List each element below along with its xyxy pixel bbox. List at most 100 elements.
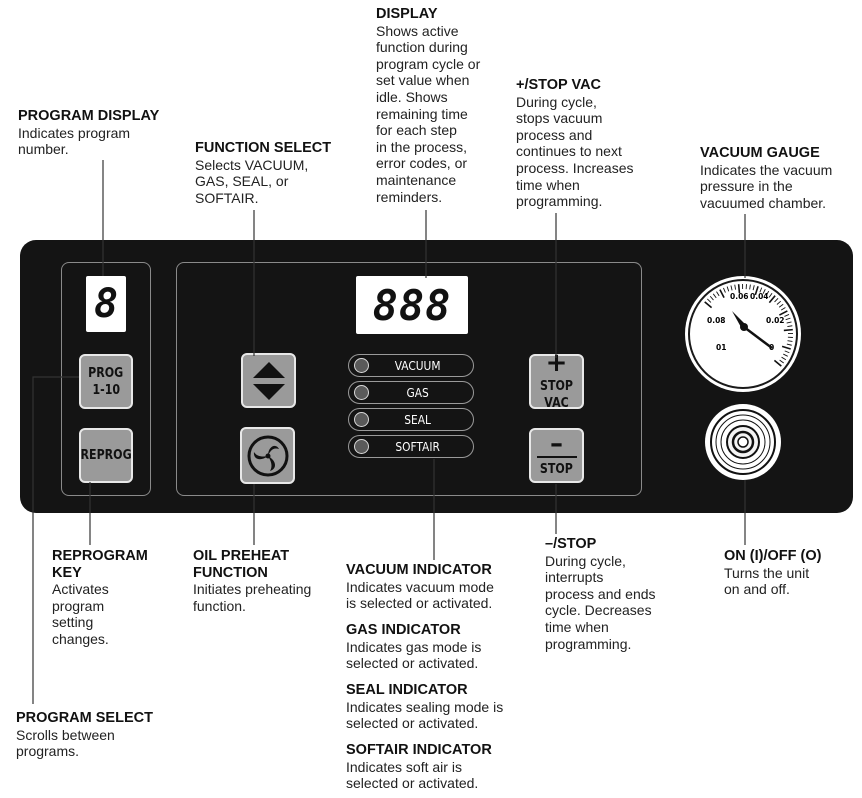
gauge-ticks — [704, 283, 794, 367]
reprog-button[interactable]: REPROG — [79, 428, 133, 483]
gauge-tick — [723, 287, 726, 293]
indicator-softair: SOFTAIR — [348, 435, 474, 458]
callout-title: PROGRAM SELECT — [16, 710, 153, 726]
callout-oil-preheat: OIL PREHEAT FUNCTION Initiates preheatin… — [193, 548, 311, 614]
callout-desc: Indicates the vacuum pressure in the vac… — [700, 161, 833, 211]
indicator-label: SOFTAIR — [395, 439, 440, 454]
gauge-tick — [719, 289, 725, 298]
minus-label: STOP — [540, 462, 573, 477]
plus-stop-vac-button[interactable]: + STOP VAC — [529, 347, 584, 411]
callout-stop-vac: +/STOP VAC During cycle, stops vacuum pr… — [516, 77, 634, 210]
callout-desc: Activates program setting changes. — [52, 581, 109, 647]
indicator-vacuum: VACUUM — [348, 354, 474, 377]
gauge-tick — [768, 293, 773, 298]
function-frame — [176, 262, 642, 496]
callout-title: SEAL INDICATOR — [346, 682, 468, 698]
callout-vacuum-indicator: VACUUM INDICATOR Indicates vacuum mode i… — [346, 562, 494, 612]
gauge-tick — [707, 298, 712, 303]
power-switch[interactable] — [704, 403, 782, 481]
callout-on-off: ON (I)/OFF (O) Turns the unit on and off… — [724, 548, 821, 598]
gauge-tick — [765, 290, 770, 296]
main-display: 888 — [356, 276, 468, 334]
callout-softair-indicator: SOFTAIR INDICATOR Indicates soft air is … — [346, 742, 492, 792]
callout-title: FUNCTION SELECT — [195, 140, 332, 156]
gauge-label: 0.06 — [730, 292, 749, 301]
callout-program-display: PROGRAM DISPLAY Indicates program number… — [18, 108, 159, 158]
callout-desc: Turns the unit on and off. — [724, 564, 810, 598]
gauge-face — [685, 276, 801, 392]
gauge-label: 0.02 — [766, 316, 785, 325]
gauge-tick — [712, 293, 717, 299]
indicator-led — [354, 385, 369, 400]
prog-button-line1: PROG — [88, 365, 124, 381]
callout-function-select: FUNCTION SELECT Selects VACUUM, GAS, SEA… — [195, 140, 331, 206]
minus-divider — [536, 456, 577, 458]
swirl-icon — [247, 435, 288, 476]
callout-desc: Indicates soft air is selected or activa… — [346, 758, 479, 792]
callout-title: OIL PREHEAT FUNCTION — [193, 548, 290, 581]
gauge-tick — [784, 314, 790, 317]
gauge-tick — [787, 325, 793, 328]
gauge-tick — [762, 289, 766, 294]
callout-title: VACUUM GAUGE — [700, 145, 820, 161]
gauge-tick — [783, 353, 788, 357]
prog-button[interactable]: PROG 1-10 — [79, 354, 133, 409]
gauge-tick — [773, 359, 782, 367]
gauge-tick — [779, 359, 784, 364]
callout-title: REPROGRAM KEY — [52, 548, 148, 581]
gauge-needle-tail — [743, 326, 773, 349]
indicator-led — [354, 412, 369, 427]
vacuum-gauge: 0.06 0.04 0.08 0.02 01 0 — [685, 276, 801, 392]
callout-display: DISPLAY Shows active function during pro… — [376, 6, 480, 205]
function-select-button[interactable] — [241, 353, 296, 408]
gauge-label: 0.04 — [750, 292, 769, 301]
gauge-tick — [749, 284, 751, 290]
gauge-label: 0.08 — [707, 316, 726, 325]
callout-desc: During cycle, interrupts process and end… — [545, 552, 656, 652]
indicator-label: VACUUM — [394, 358, 441, 373]
gauge-tick — [730, 285, 733, 291]
plus-symbol: + — [545, 347, 568, 378]
gauge-tick — [716, 291, 720, 297]
callout-minus-stop: –/STOP During cycle, interrupts process … — [545, 536, 656, 652]
gauge-tick — [783, 328, 793, 332]
gauge-tick — [786, 321, 792, 324]
plus-label: STOP VAC — [540, 378, 573, 411]
gauge-tick — [784, 350, 790, 354]
gauge-tick — [768, 295, 776, 304]
callout-seal-indicator: SEAL INDICATOR Indicates sealing mode is… — [346, 682, 503, 732]
gauge-tick — [781, 356, 787, 361]
callout-title: SOFTAIR INDICATOR — [346, 742, 492, 758]
gauge-tick — [752, 285, 755, 291]
main-display-digits: 888 — [372, 280, 452, 330]
indicator-label: GAS — [406, 385, 429, 400]
callout-gas-indicator: GAS INDICATOR Indicates gas mode is sele… — [346, 622, 481, 672]
gauge-tick — [759, 287, 763, 293]
up-down-arrows-icon — [252, 361, 285, 400]
callout-desc: Selects VACUUM, GAS, SEAL, or SOFTAIR. — [195, 156, 309, 206]
callout-desc: Initiates preheating function. — [193, 581, 312, 614]
reprog-button-label: REPROG — [80, 448, 132, 463]
gauge-tick — [785, 317, 791, 321]
callout-title: PROGRAM DISPLAY — [18, 108, 160, 124]
oil-preheat-button[interactable] — [240, 427, 295, 484]
callout-desc: Indicates program number. — [18, 124, 131, 158]
indicator-seal: SEAL — [348, 408, 474, 431]
callout-title: –/STOP — [545, 536, 597, 552]
gauge-tick — [780, 307, 786, 311]
callout-program-select: PROGRAM SELECT Scrolls between programs. — [16, 710, 153, 760]
callout-title: GAS INDICATOR — [346, 622, 461, 638]
program-display: 8 — [86, 276, 126, 332]
program-digit: 8 — [93, 281, 119, 327]
gauge-tick — [754, 286, 759, 296]
callout-desc: Indicates sealing mode is selected or ac… — [346, 698, 504, 732]
indicator-led — [354, 358, 369, 373]
indicator-gas: GAS — [348, 381, 474, 404]
callout-vacuum-gauge: VACUUM GAUGE Indicates the vacuum pressu… — [700, 145, 832, 211]
minus-stop-button[interactable]: – STOP — [529, 428, 584, 483]
callout-desc: Indicates vacuum mode is selected or act… — [346, 578, 494, 612]
indicator-label: SEAL — [404, 412, 431, 427]
gauge-tick — [778, 303, 784, 308]
gauge-tick — [774, 298, 779, 303]
indicator-led — [354, 439, 369, 454]
